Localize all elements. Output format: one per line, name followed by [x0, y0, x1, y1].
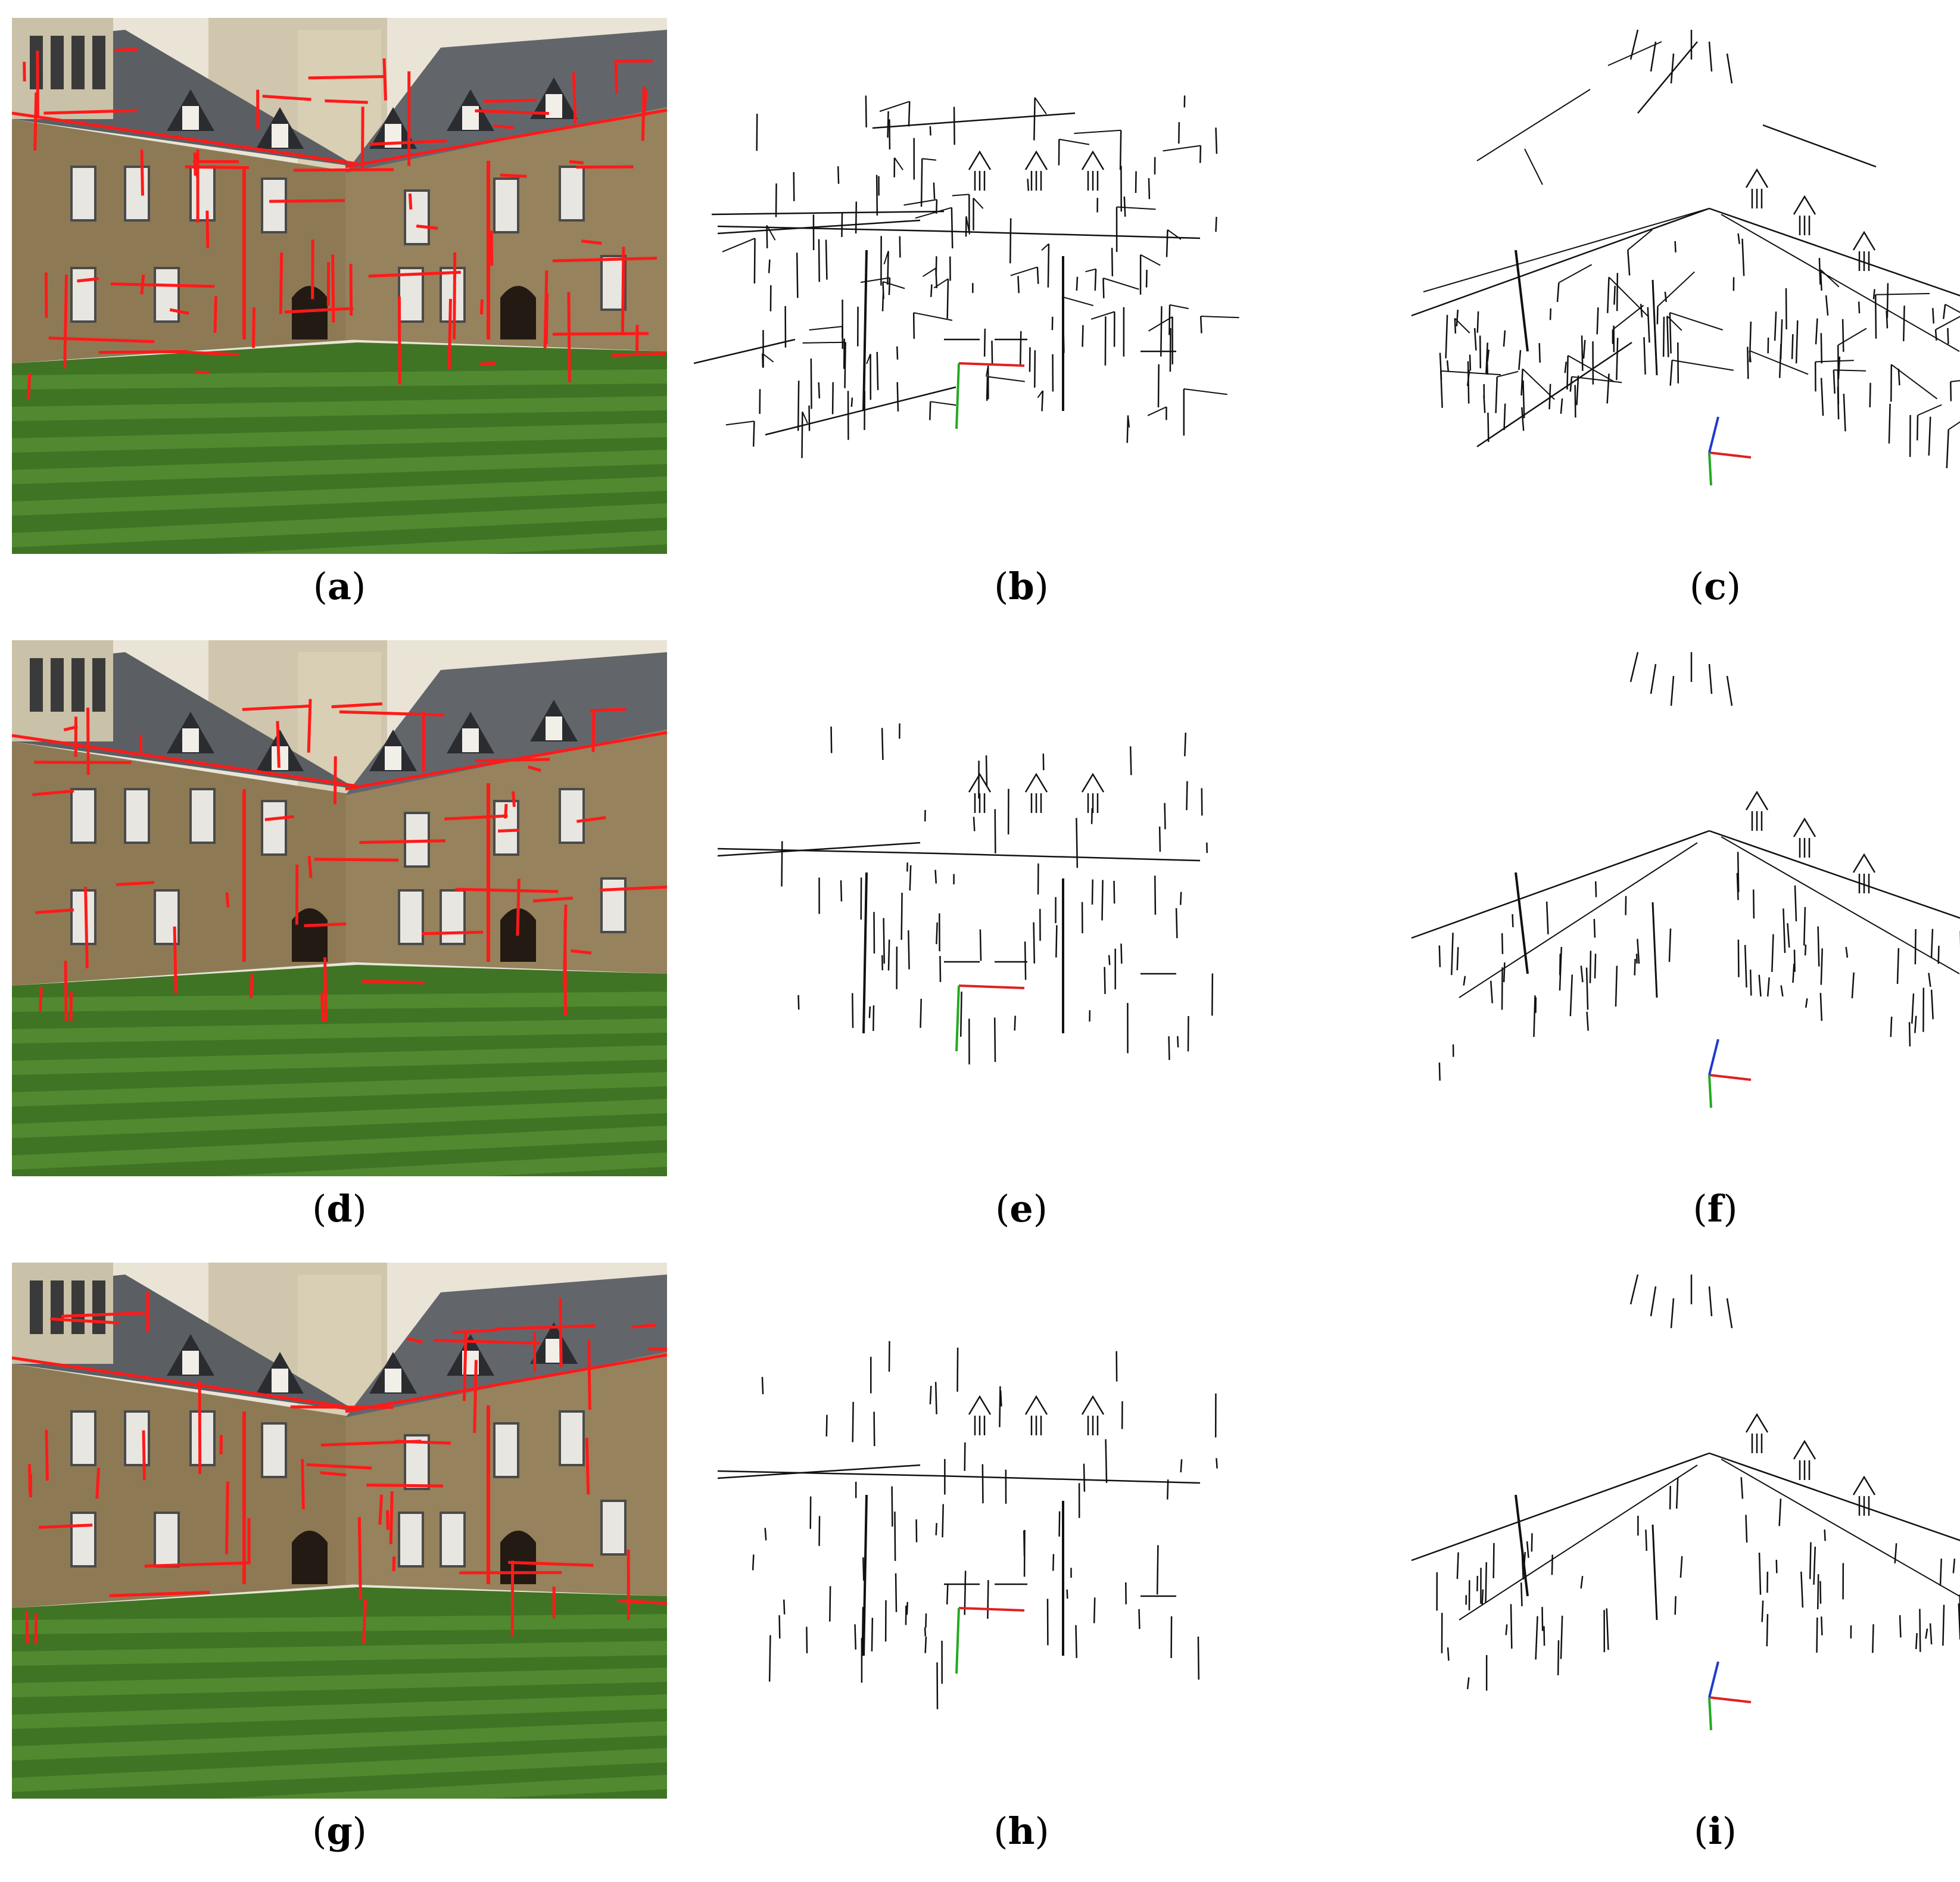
panel-d-photo	[12, 640, 667, 1176]
caption-a: (a)	[12, 565, 667, 608]
cell-d: (d)	[12, 640, 667, 1260]
caption-a-label: a	[328, 565, 351, 608]
caption-g-label: g	[326, 1809, 352, 1853]
caption-i: (i)	[1388, 1809, 1960, 1853]
caption-b-label: b	[1008, 565, 1034, 608]
caption-h: (h)	[694, 1809, 1349, 1853]
caption-i-label: i	[1708, 1809, 1722, 1853]
caption-f-label: f	[1707, 1187, 1724, 1230]
panel-a-photo	[12, 18, 667, 554]
caption-g: (g)	[12, 1809, 667, 1853]
line-reconstruction-f	[1388, 640, 1960, 1176]
line-reconstruction-c	[1388, 18, 1960, 554]
panel-i-lines	[1388, 1263, 1960, 1799]
courtyard-photo-a	[12, 18, 667, 554]
panel-e-lines	[694, 640, 1349, 1176]
cell-c: (c)	[1388, 18, 1960, 637]
caption-f: (f)	[1388, 1187, 1960, 1230]
caption-c-label: c	[1704, 565, 1727, 608]
cell-e: (e)	[694, 640, 1349, 1260]
cell-g: (g)	[12, 1263, 667, 1882]
line-reconstruction-h	[694, 1263, 1349, 1799]
caption-e-label: e	[1009, 1187, 1033, 1230]
cell-a: (a)	[12, 18, 667, 637]
caption-d: (d)	[12, 1187, 667, 1230]
line-reconstruction-i	[1388, 1263, 1960, 1799]
cell-i: (i)	[1388, 1263, 1960, 1882]
caption-h-label: h	[1008, 1809, 1034, 1853]
caption-b: (b)	[694, 565, 1349, 608]
line-reconstruction-e	[694, 640, 1349, 1176]
panel-g-photo	[12, 1263, 667, 1799]
caption-c: (c)	[1388, 565, 1960, 608]
cell-f: (f)	[1388, 640, 1960, 1260]
courtyard-photo-d	[12, 640, 667, 1176]
panel-f-lines	[1388, 640, 1960, 1176]
caption-e: (e)	[694, 1187, 1349, 1230]
cell-b: (b)	[694, 18, 1349, 637]
panel-h-lines	[694, 1263, 1349, 1799]
panel-c-lines	[1388, 18, 1960, 554]
cell-h: (h)	[694, 1263, 1349, 1882]
courtyard-photo-g	[12, 1263, 667, 1799]
panel-b-lines	[694, 18, 1349, 554]
line-reconstruction-b	[694, 18, 1349, 554]
caption-d-label: d	[326, 1187, 352, 1230]
